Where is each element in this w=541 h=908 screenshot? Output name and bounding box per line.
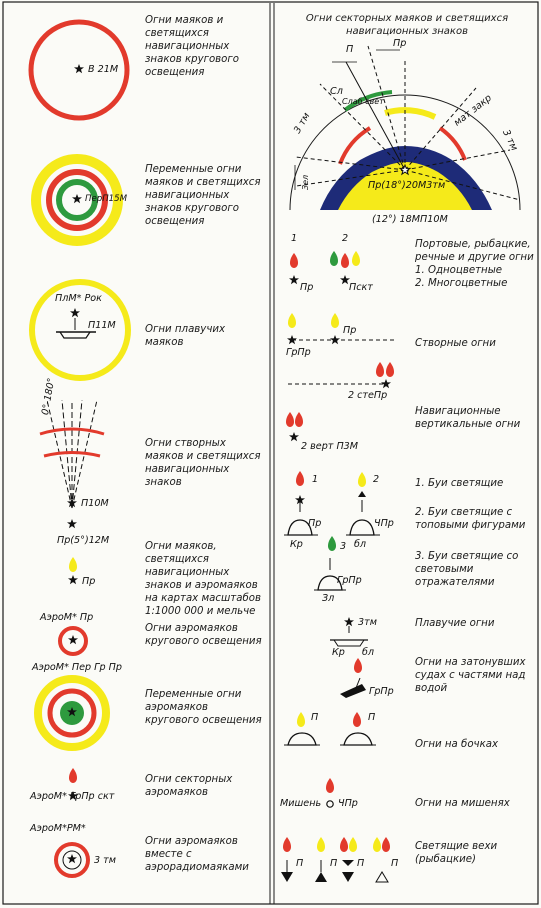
desc-lighted-stakes: Светящие вехи (рыбацкие) [415, 841, 498, 865]
desc-target-light: Огни на мишенях [415, 798, 510, 809]
sector-code-main: Пр(18°)20М3тм [368, 180, 446, 191]
symbol-circular-light [28, 19, 130, 121]
desc-wreck-lights: Огни на затонувших судах с частями над в… [415, 657, 526, 694]
code-barrel-p1: П [311, 712, 319, 723]
symbol-lighted-stakes [281, 837, 390, 883]
symbol-harbour-lights [289, 251, 360, 285]
code-wreck-grpr: ГрПр [369, 686, 394, 697]
code-range-2ste: 2 стеПр [348, 390, 388, 401]
code-buoy-bl: бл [354, 539, 367, 550]
code-harbour-pskt: Пскт [349, 282, 373, 293]
code-buoy-kr: Кр [290, 539, 303, 550]
symbol-alternating-light [31, 154, 123, 246]
code-harbour-pr: Пр [300, 282, 314, 293]
symbol-buoy-reflector [314, 536, 346, 591]
code-buoy-1: 1 [312, 474, 319, 485]
desc-aero-circular: Огни аэромаяков кругового освещения [145, 623, 262, 647]
desc-aero-radio: Огни аэромаяков вместе с аэрорадиомаякам… [145, 836, 249, 873]
symbol-vertical-lights [286, 412, 303, 442]
symbol-two-range-lights [288, 362, 394, 389]
code-target-mishen: Мишень [280, 798, 322, 809]
symbol-small-scale-light [68, 557, 78, 585]
code-aero-grpr: АэроМ* ГрПр скт [30, 791, 115, 802]
code-plm-rok: ПлМ* Рок [55, 293, 102, 304]
code-p11m: П11М [88, 320, 116, 331]
code-aero-per: АэроМ* Пер Гр Пр [32, 662, 122, 673]
sector-label-sl: Сл [330, 86, 343, 97]
code-range-grpr: ГрПр [286, 347, 311, 358]
sector-title: Огни секторных маяков и светящихся навиг… [305, 13, 509, 37]
code-buoy-2: 2 [373, 474, 380, 485]
desc-single-color: 1. Одноцветные [415, 265, 503, 276]
desc-buoys-topmarks: 2. Буи светящие с топовыми фигурами [415, 507, 526, 531]
symbol-barrel-lights [284, 712, 376, 746]
sector-label-p: П [346, 44, 354, 55]
desc-leading-lights: Огни створных маяков и светящихся навига… [145, 438, 261, 488]
symbol-lighted-buoys [296, 471, 366, 487]
code-aero-pr: АэроМ* Пр [40, 612, 94, 623]
symbol-wreck-lights [340, 658, 366, 698]
code-floating-bl: бл [362, 647, 375, 658]
code-p10m: П10М [81, 498, 109, 509]
code-reflector-3: 3 [340, 541, 347, 552]
code-stake-p4: П [391, 858, 399, 869]
code-reflector-zl: Зл [322, 593, 335, 604]
code-b21m: В 21М [88, 64, 119, 75]
code-target-chpr: ЧПр [338, 798, 358, 809]
desc-harbour-lights: Портовые, рыбацкие, речные и другие огни [415, 239, 534, 263]
code-per-p15m: ПерП15М [85, 194, 128, 204]
desc-buoy-reflector: 3. Буи светящие со световыми отражателям… [415, 551, 519, 588]
symbol-aero-radio-beacon [54, 842, 90, 878]
desc-lighted-buoys: 1. Буи светящие [415, 478, 504, 489]
desc-circular-lights: Огни маяков и светящихся навигационных з… [145, 15, 240, 78]
desc-floating-lights: Плавучие огни [415, 618, 495, 629]
code-barrel-p2: П [368, 712, 376, 723]
desc-range-lights: Створные огни [415, 338, 496, 349]
sector-code-bottom: (12°) 18МП10М [372, 214, 448, 225]
sector-label-zel: Зел [301, 174, 310, 190]
code-harbour-2: 2 [342, 233, 349, 244]
code-buoy-chpr: ЧПр [374, 518, 394, 529]
code-aero-rm: АэроМ*РМ* [30, 823, 86, 834]
desc-alternating-lights: Переменные огни маяков и светящихся нави… [145, 164, 261, 227]
symbol-target-light [326, 778, 334, 808]
desc-aero-alternating: Переменные огни аэромаяков кругового осв… [145, 689, 262, 726]
code-vertical: 2 верт П3М [301, 441, 359, 452]
symbol-aero-alternating [34, 675, 110, 751]
desc-vertical-lights: Навигационные вертикальные огни [415, 406, 521, 430]
code-stake-p1: П [296, 858, 304, 869]
code-floating-kr: Кр [332, 647, 345, 658]
symbol-aero-beacon [58, 626, 88, 656]
desc-aero-sector: Огни секторных аэромаяков [145, 774, 233, 798]
sector-label-weak: Слаб свет [342, 97, 384, 106]
code-range-pr: Пр [343, 325, 357, 336]
code-buoy-pr: Пр [308, 518, 322, 529]
code-pr5-12m: Пр(5°)12М [57, 535, 110, 546]
code-floating-3tm: 3тм [358, 617, 377, 628]
code-stake-p3: П [357, 858, 365, 869]
code-stake-p2: П [330, 858, 338, 869]
symbol-lightship [29, 279, 131, 381]
symbol-floating-lights [330, 617, 368, 647]
symbol-leading-light-fan [39, 399, 105, 529]
code-reflector-grpr: ГрПр [337, 575, 362, 586]
desc-lightship: Огни плавучих маяков [145, 324, 226, 348]
code-3tm: 3 тм [94, 855, 116, 866]
sector-light-diagram [289, 45, 521, 211]
desc-small-scale: Огни маяков, светящихся навигационных зн… [145, 541, 261, 617]
code-pr: Пр [82, 576, 96, 587]
symbol-range-lights [287, 313, 395, 345]
code-harbour-1: 1 [291, 233, 298, 244]
symbol-buoys-topmarks [284, 491, 380, 536]
sector-label-pr: Пр [393, 38, 407, 49]
desc-barrel-lights: Огни на бочках [415, 739, 498, 750]
desc-multi-color: 2. Многоцветные [415, 278, 508, 289]
